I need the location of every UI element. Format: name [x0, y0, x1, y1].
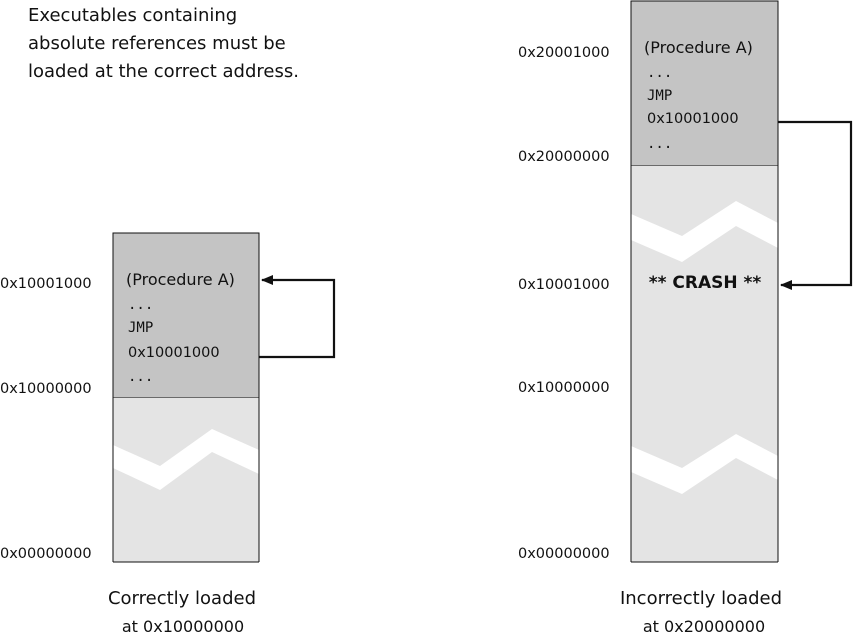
- right-address-crash: 0x10001000: [518, 277, 610, 293]
- right-address-base: 0x20000000: [518, 149, 610, 165]
- left-ellipsis-2: ...: [128, 369, 153, 385]
- left-caption-line-1: Correctly loaded: [108, 588, 256, 609]
- right-memory-middle: [631, 226, 778, 468]
- left-address-zero: 0x00000000: [0, 546, 92, 562]
- right-ellipsis-2: ...: [647, 136, 672, 152]
- right-address-procedure: 0x20001000: [518, 45, 610, 61]
- left-procedure-label: (Procedure A): [126, 270, 235, 289]
- right-ellipsis-1: ...: [647, 65, 672, 81]
- left-memory-column: (Procedure A) ... JMP 0x10001000 ... 0x1…: [0, 232, 336, 633]
- right-memory-top: [631, 166, 778, 236]
- right-code-block: [630, 0, 779, 167]
- left-memory-lower: [113, 452, 259, 562]
- heading-line-1: Executables containing: [28, 5, 237, 26]
- right-memory-column: (Procedure A) ... JMP 0x10001000 ... ** …: [518, 0, 853, 633]
- right-jmp-target: 0x10001000: [647, 111, 739, 127]
- right-procedure-label: (Procedure A): [644, 38, 753, 57]
- heading-line-3: loaded at the correct address.: [28, 61, 299, 82]
- right-memory-bottom: [631, 458, 778, 562]
- crash-label: ** CRASH **: [649, 273, 762, 293]
- right-address-old-base: 0x10000000: [518, 380, 610, 396]
- heading-line-2: absolute references must be: [28, 33, 286, 54]
- right-caption-line-1: Incorrectly loaded: [620, 588, 782, 609]
- left-jump-arrow: [259, 275, 336, 359]
- right-jmp-instruction: JMP: [647, 88, 672, 104]
- left-code-block: [112, 232, 260, 399]
- left-caption-line-2: at 0x10000000: [122, 617, 244, 633]
- right-caption-line-2: at 0x20000000: [643, 617, 765, 633]
- left-address-procedure: 0x10001000: [0, 276, 92, 292]
- right-address-zero: 0x00000000: [518, 546, 610, 562]
- left-jmp-target: 0x10001000: [128, 345, 220, 361]
- heading: Executables containing absolute referenc…: [28, 5, 299, 82]
- left-address-base: 0x10000000: [0, 381, 92, 397]
- left-memory-upper: [113, 398, 259, 466]
- right-jump-arrow: [778, 120, 853, 290]
- left-jmp-instruction: JMP: [128, 320, 153, 336]
- left-ellipsis-1: ...: [128, 297, 153, 313]
